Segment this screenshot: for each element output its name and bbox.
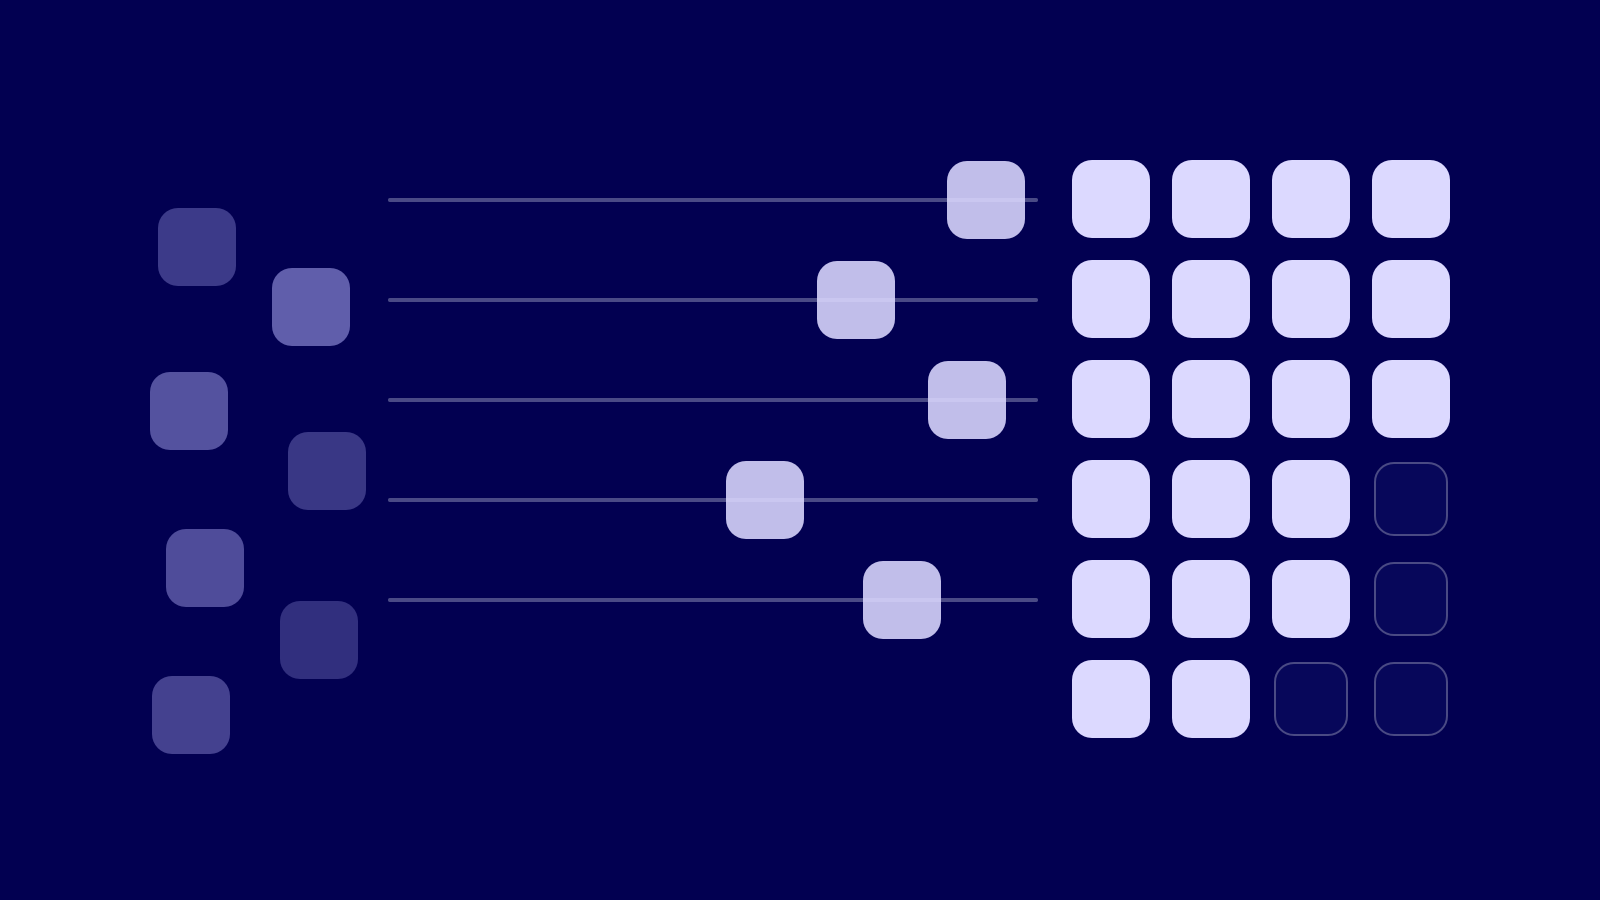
grid-cell-filled bbox=[1072, 560, 1150, 638]
grid-cell-filled bbox=[1172, 260, 1250, 338]
grid-cell-empty bbox=[1374, 662, 1448, 736]
grid-cell-filled bbox=[1272, 260, 1350, 338]
scatter-tile bbox=[158, 208, 236, 286]
slider-track[interactable] bbox=[388, 498, 1038, 502]
grid-cell-filled bbox=[1272, 560, 1350, 638]
slider-knob[interactable] bbox=[726, 461, 804, 539]
grid-cell-empty bbox=[1274, 662, 1348, 736]
scatter-tile bbox=[280, 601, 358, 679]
grid-cell-filled bbox=[1272, 460, 1350, 538]
grid-cell-filled bbox=[1372, 260, 1450, 338]
scatter-tile bbox=[272, 268, 350, 346]
grid-cell-filled bbox=[1072, 360, 1150, 438]
slider-knob[interactable] bbox=[817, 261, 895, 339]
grid-cell-filled bbox=[1072, 460, 1150, 538]
grid-cell-filled bbox=[1372, 160, 1450, 238]
grid-cell-filled bbox=[1272, 160, 1350, 238]
slider-track[interactable] bbox=[388, 298, 1038, 302]
grid-cell-filled bbox=[1172, 360, 1250, 438]
grid-cell-filled bbox=[1072, 660, 1150, 738]
scatter-tile bbox=[166, 529, 244, 607]
grid-cell-filled bbox=[1072, 160, 1150, 238]
grid-cell-filled bbox=[1172, 460, 1250, 538]
slider-knob[interactable] bbox=[947, 161, 1025, 239]
scatter-tile bbox=[288, 432, 366, 510]
slider-knob[interactable] bbox=[928, 361, 1006, 439]
grid-cell-filled bbox=[1172, 560, 1250, 638]
slider-knob[interactable] bbox=[863, 561, 941, 639]
grid-cell-filled bbox=[1072, 260, 1150, 338]
grid-cell-empty bbox=[1374, 462, 1448, 536]
slider-track[interactable] bbox=[388, 598, 1038, 602]
slider-track[interactable] bbox=[388, 398, 1038, 402]
grid-cell-filled bbox=[1172, 660, 1250, 738]
slider-track[interactable] bbox=[388, 198, 1038, 202]
grid-cell-filled bbox=[1172, 160, 1250, 238]
grid-cell-empty bbox=[1374, 562, 1448, 636]
grid-cell-filled bbox=[1272, 360, 1350, 438]
grid-cell-filled bbox=[1372, 360, 1450, 438]
scatter-tile bbox=[152, 676, 230, 754]
scatter-tile bbox=[150, 372, 228, 450]
